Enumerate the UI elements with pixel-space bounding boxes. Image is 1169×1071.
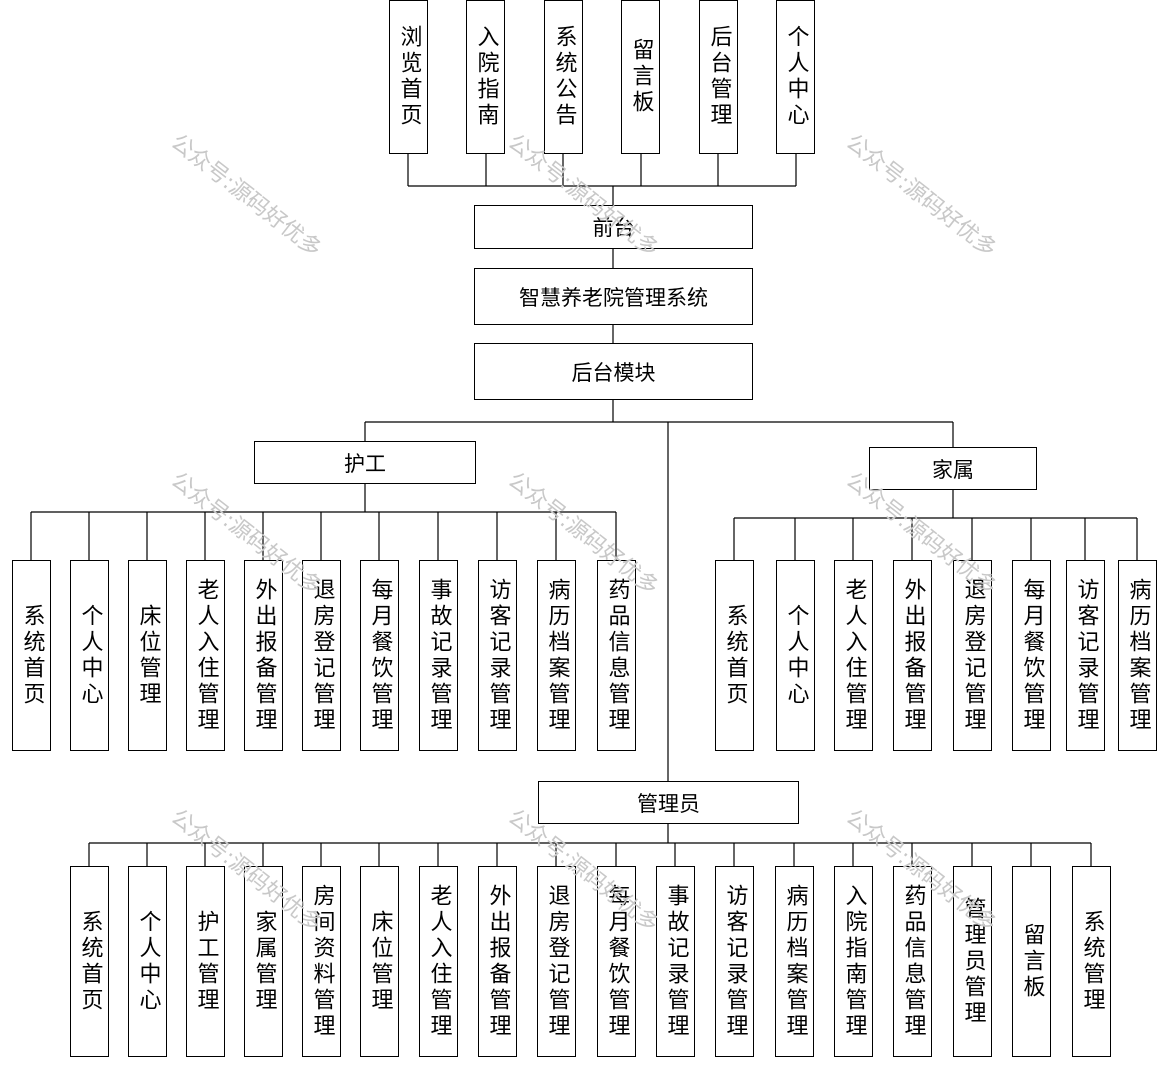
backend-node-label: 后台模块	[571, 360, 656, 385]
nurse-item: 系统首页	[12, 560, 51, 751]
family-item: 退房登记管理	[953, 560, 992, 751]
admin-item: 老人入住管理	[419, 866, 458, 1057]
family-node-label: 家属	[932, 457, 974, 482]
front-item-label: 浏览首页	[396, 25, 422, 129]
family-item: 老人入住管理	[834, 560, 873, 751]
admin-item: 护工管理	[186, 866, 225, 1057]
nurse-item: 药品信息管理	[597, 560, 636, 751]
admin-item-label: 病历档案管理	[782, 883, 808, 1040]
nurse-item: 每月餐饮管理	[360, 560, 399, 751]
nurse-item-label: 药品信息管理	[604, 577, 630, 734]
front-item-admission-guide: 入院指南	[466, 0, 505, 154]
nurse-item: 床位管理	[128, 560, 167, 751]
admin-item: 访客记录管理	[715, 866, 754, 1057]
front-node-label: 前台	[592, 216, 635, 240]
admin-item: 病历档案管理	[775, 866, 814, 1057]
admin-item: 家属管理	[244, 866, 283, 1057]
admin-node-label: 管理员	[637, 791, 700, 816]
admin-item-label: 事故记录管理	[663, 883, 689, 1040]
family-item-label: 系统首页	[722, 603, 748, 708]
nurse-item-label: 外出报备管理	[251, 577, 277, 734]
admin-item: 床位管理	[360, 866, 399, 1057]
admin-item: 系统首页	[70, 866, 109, 1057]
admin-item-label: 护工管理	[193, 909, 219, 1014]
nurse-item: 老人入住管理	[186, 560, 225, 751]
family-node: 家属	[869, 447, 1037, 490]
admin-item-label: 系统首页	[77, 909, 103, 1014]
front-item-backend-admin: 后台管理	[699, 0, 738, 154]
family-item-label: 个人中心	[783, 603, 809, 708]
admin-item-label: 入院指南管理	[841, 883, 867, 1040]
nurse-item: 退房登记管理	[302, 560, 341, 751]
nurse-item-label: 事故记录管理	[426, 577, 452, 734]
admin-item-label: 药品信息管理	[900, 883, 926, 1040]
admin-item-label: 个人中心	[135, 909, 161, 1014]
family-item-label: 老人入住管理	[841, 577, 867, 734]
nurse-item-label: 系统首页	[19, 603, 45, 708]
admin-item: 房间资料管理	[302, 866, 341, 1057]
front-item-label: 后台管理	[706, 25, 732, 129]
front-item-label: 留言板	[628, 38, 654, 116]
admin-item-label: 管理员管理	[960, 896, 986, 1027]
front-item-label: 入院指南	[473, 25, 499, 129]
nurse-item-label: 老人入住管理	[193, 577, 219, 734]
front-item-browse-home: 浏览首页	[389, 0, 428, 154]
admin-item-label: 家属管理	[251, 909, 277, 1014]
admin-item-label: 每月餐饮管理	[604, 883, 630, 1040]
family-item-label: 病历档案管理	[1125, 577, 1151, 734]
admin-item: 药品信息管理	[893, 866, 932, 1057]
family-item-label: 外出报备管理	[900, 577, 926, 734]
family-item: 系统首页	[715, 560, 754, 751]
admin-item-label: 系统管理	[1079, 909, 1105, 1014]
nurse-item-label: 访客记录管理	[485, 577, 511, 734]
front-item-message-board: 留言板	[621, 0, 660, 154]
front-item-label: 个人中心	[783, 25, 809, 129]
admin-item: 管理员管理	[953, 866, 992, 1057]
nurse-item-label: 退房登记管理	[309, 577, 335, 734]
front-node: 前台	[474, 205, 753, 249]
admin-item-label: 外出报备管理	[485, 883, 511, 1040]
family-item-label: 访客记录管理	[1073, 577, 1099, 734]
nurse-node-label: 护工	[344, 451, 386, 476]
nurse-item: 访客记录管理	[478, 560, 517, 751]
nurse-item: 外出报备管理	[244, 560, 283, 751]
front-item-label: 系统公告	[551, 25, 577, 129]
nurse-item-label: 病历档案管理	[544, 577, 570, 734]
front-item-personal-center: 个人中心	[776, 0, 815, 154]
system-node-label: 智慧养老院管理系统	[519, 285, 708, 310]
admin-item: 退房登记管理	[537, 866, 576, 1057]
family-item: 外出报备管理	[893, 560, 932, 751]
nurse-item-label: 每月餐饮管理	[367, 577, 393, 734]
system-node: 智慧养老院管理系统	[474, 268, 753, 325]
nurse-node: 护工	[254, 441, 476, 484]
admin-item-label: 房间资料管理	[309, 883, 335, 1040]
admin-item-label: 老人入住管理	[426, 883, 452, 1040]
nurse-item-label: 床位管理	[135, 603, 161, 708]
admin-node: 管理员	[538, 781, 799, 824]
admin-item: 事故记录管理	[656, 866, 695, 1057]
admin-item: 系统管理	[1072, 866, 1111, 1057]
admin-item: 每月餐饮管理	[597, 866, 636, 1057]
nurse-item: 病历档案管理	[537, 560, 576, 751]
family-item-label: 退房登记管理	[960, 577, 986, 734]
admin-item: 个人中心	[128, 866, 167, 1057]
nurse-item-label: 个人中心	[77, 603, 103, 708]
front-item-system-notice: 系统公告	[544, 0, 583, 154]
family-item: 访客记录管理	[1066, 560, 1105, 751]
family-item: 每月餐饮管理	[1012, 560, 1051, 751]
backend-node: 后台模块	[474, 343, 753, 400]
family-item-label: 每月餐饮管理	[1019, 577, 1045, 734]
nurse-item: 个人中心	[70, 560, 109, 751]
family-item: 个人中心	[776, 560, 815, 751]
admin-item-label: 留言板	[1019, 922, 1045, 1001]
admin-item: 外出报备管理	[478, 866, 517, 1057]
admin-item: 入院指南管理	[834, 866, 873, 1057]
admin-item-label: 床位管理	[367, 909, 393, 1014]
admin-item: 留言板	[1012, 866, 1051, 1057]
family-item: 病历档案管理	[1118, 560, 1157, 751]
admin-item-label: 访客记录管理	[722, 883, 748, 1040]
admin-item-label: 退房登记管理	[544, 883, 570, 1040]
nurse-item: 事故记录管理	[419, 560, 458, 751]
